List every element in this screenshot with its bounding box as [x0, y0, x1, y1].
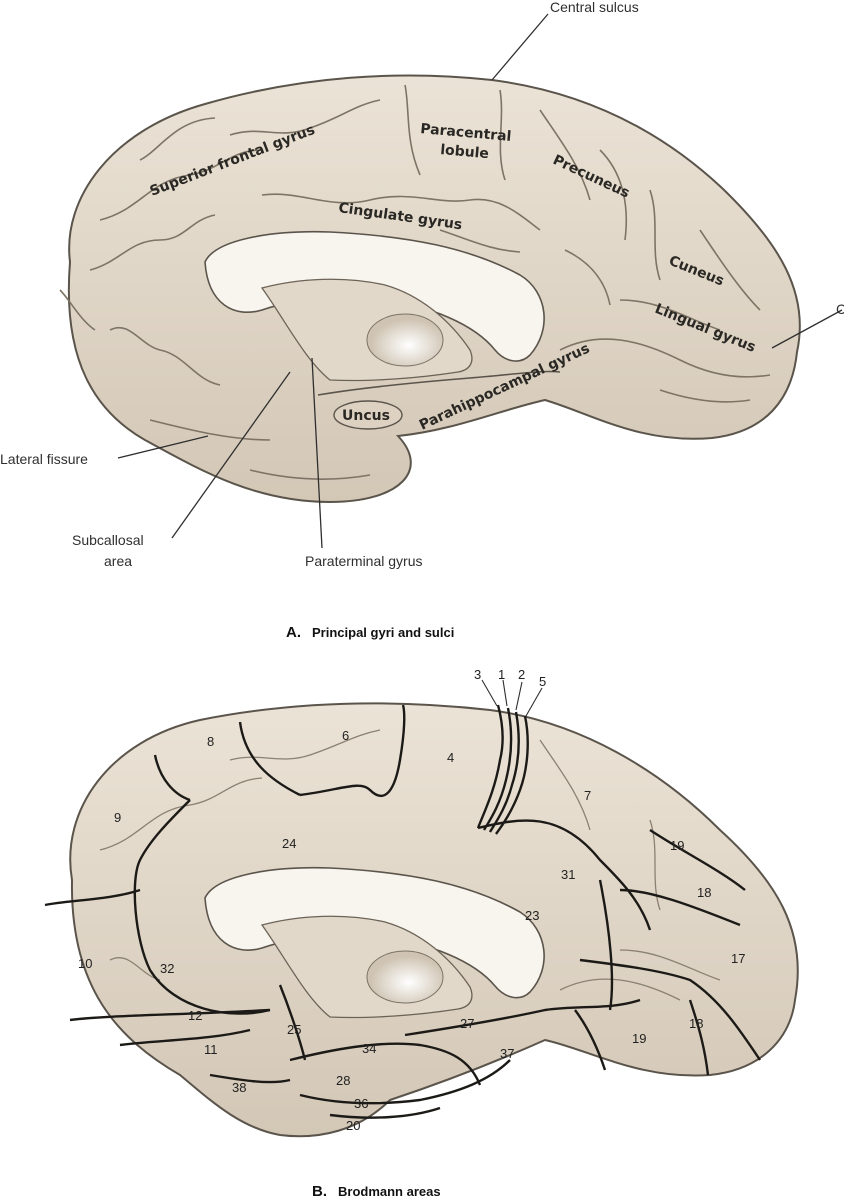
area-36: 36: [354, 1096, 368, 1111]
area-18-upper: 18: [697, 885, 711, 900]
label-paracentral-1: Paracentral: [420, 121, 512, 145]
area-25: 25: [287, 1022, 301, 1037]
area-10: 10: [78, 956, 92, 971]
area-1: 1: [498, 667, 505, 682]
caption-a-text: Principal gyri and sulci: [312, 625, 454, 640]
area-17: 17: [731, 951, 745, 966]
area-19-lower: 19: [632, 1031, 646, 1046]
area-34: 34: [362, 1041, 376, 1056]
label-central-sulcus: Central sulcus: [550, 0, 639, 15]
panel-a-hemisphere: Superior frontal gyrus Paracentral lobul…: [0, 0, 844, 641]
panel-a-leaders: [117, 13, 843, 549]
area-7: 7: [584, 788, 591, 803]
area-38: 38: [232, 1080, 246, 1095]
area-18-lower: 18: [689, 1016, 703, 1031]
label-uncus: Uncus: [342, 408, 390, 424]
caption-a-letter: A.: [286, 624, 301, 641]
label-calcarine-partial: C: [836, 301, 844, 317]
area-20: 20: [346, 1118, 360, 1133]
area-24: 24: [282, 836, 296, 851]
area-37: 37: [500, 1046, 514, 1061]
area-31: 31: [561, 867, 575, 882]
area-11: 11: [204, 1042, 218, 1057]
panel-a-uncus-shape: [333, 400, 403, 430]
area-12: 12: [188, 1008, 202, 1023]
panel-b-area-boundaries: [44, 704, 761, 1119]
area-8: 8: [207, 734, 214, 749]
label-subcallosal-1: Subcallosal: [72, 532, 144, 548]
label-lateral-fissure: Lateral fissure: [0, 451, 88, 467]
panel-a-sulci: [59, 84, 771, 480]
area-5: 5: [539, 674, 546, 689]
caption-b-text: Brodmann areas: [338, 1184, 441, 1199]
area-4: 4: [447, 750, 454, 765]
area-9: 9: [114, 810, 121, 825]
area-3: 3: [474, 667, 481, 682]
caption-b-letter: B.: [312, 1183, 327, 1200]
area-19-upper: 19: [670, 838, 684, 853]
panel-b-hemisphere: 3 1 2 5 8 6 4 7 9 24 19 18 31 23 10 32 1…: [44, 667, 799, 1200]
area-28: 28: [336, 1073, 350, 1088]
label-paraterminal-gyrus: Paraterminal gyrus: [305, 553, 423, 569]
label-paracentral-2: lobule: [440, 142, 490, 162]
panel-b-number-leaders: [481, 679, 543, 717]
area-23: 23: [525, 908, 539, 923]
label-subcallosal-2: area: [104, 553, 132, 569]
area-27: 27: [460, 1016, 474, 1031]
area-2: 2: [518, 667, 525, 682]
area-6: 6: [342, 728, 349, 743]
area-32: 32: [160, 961, 174, 976]
